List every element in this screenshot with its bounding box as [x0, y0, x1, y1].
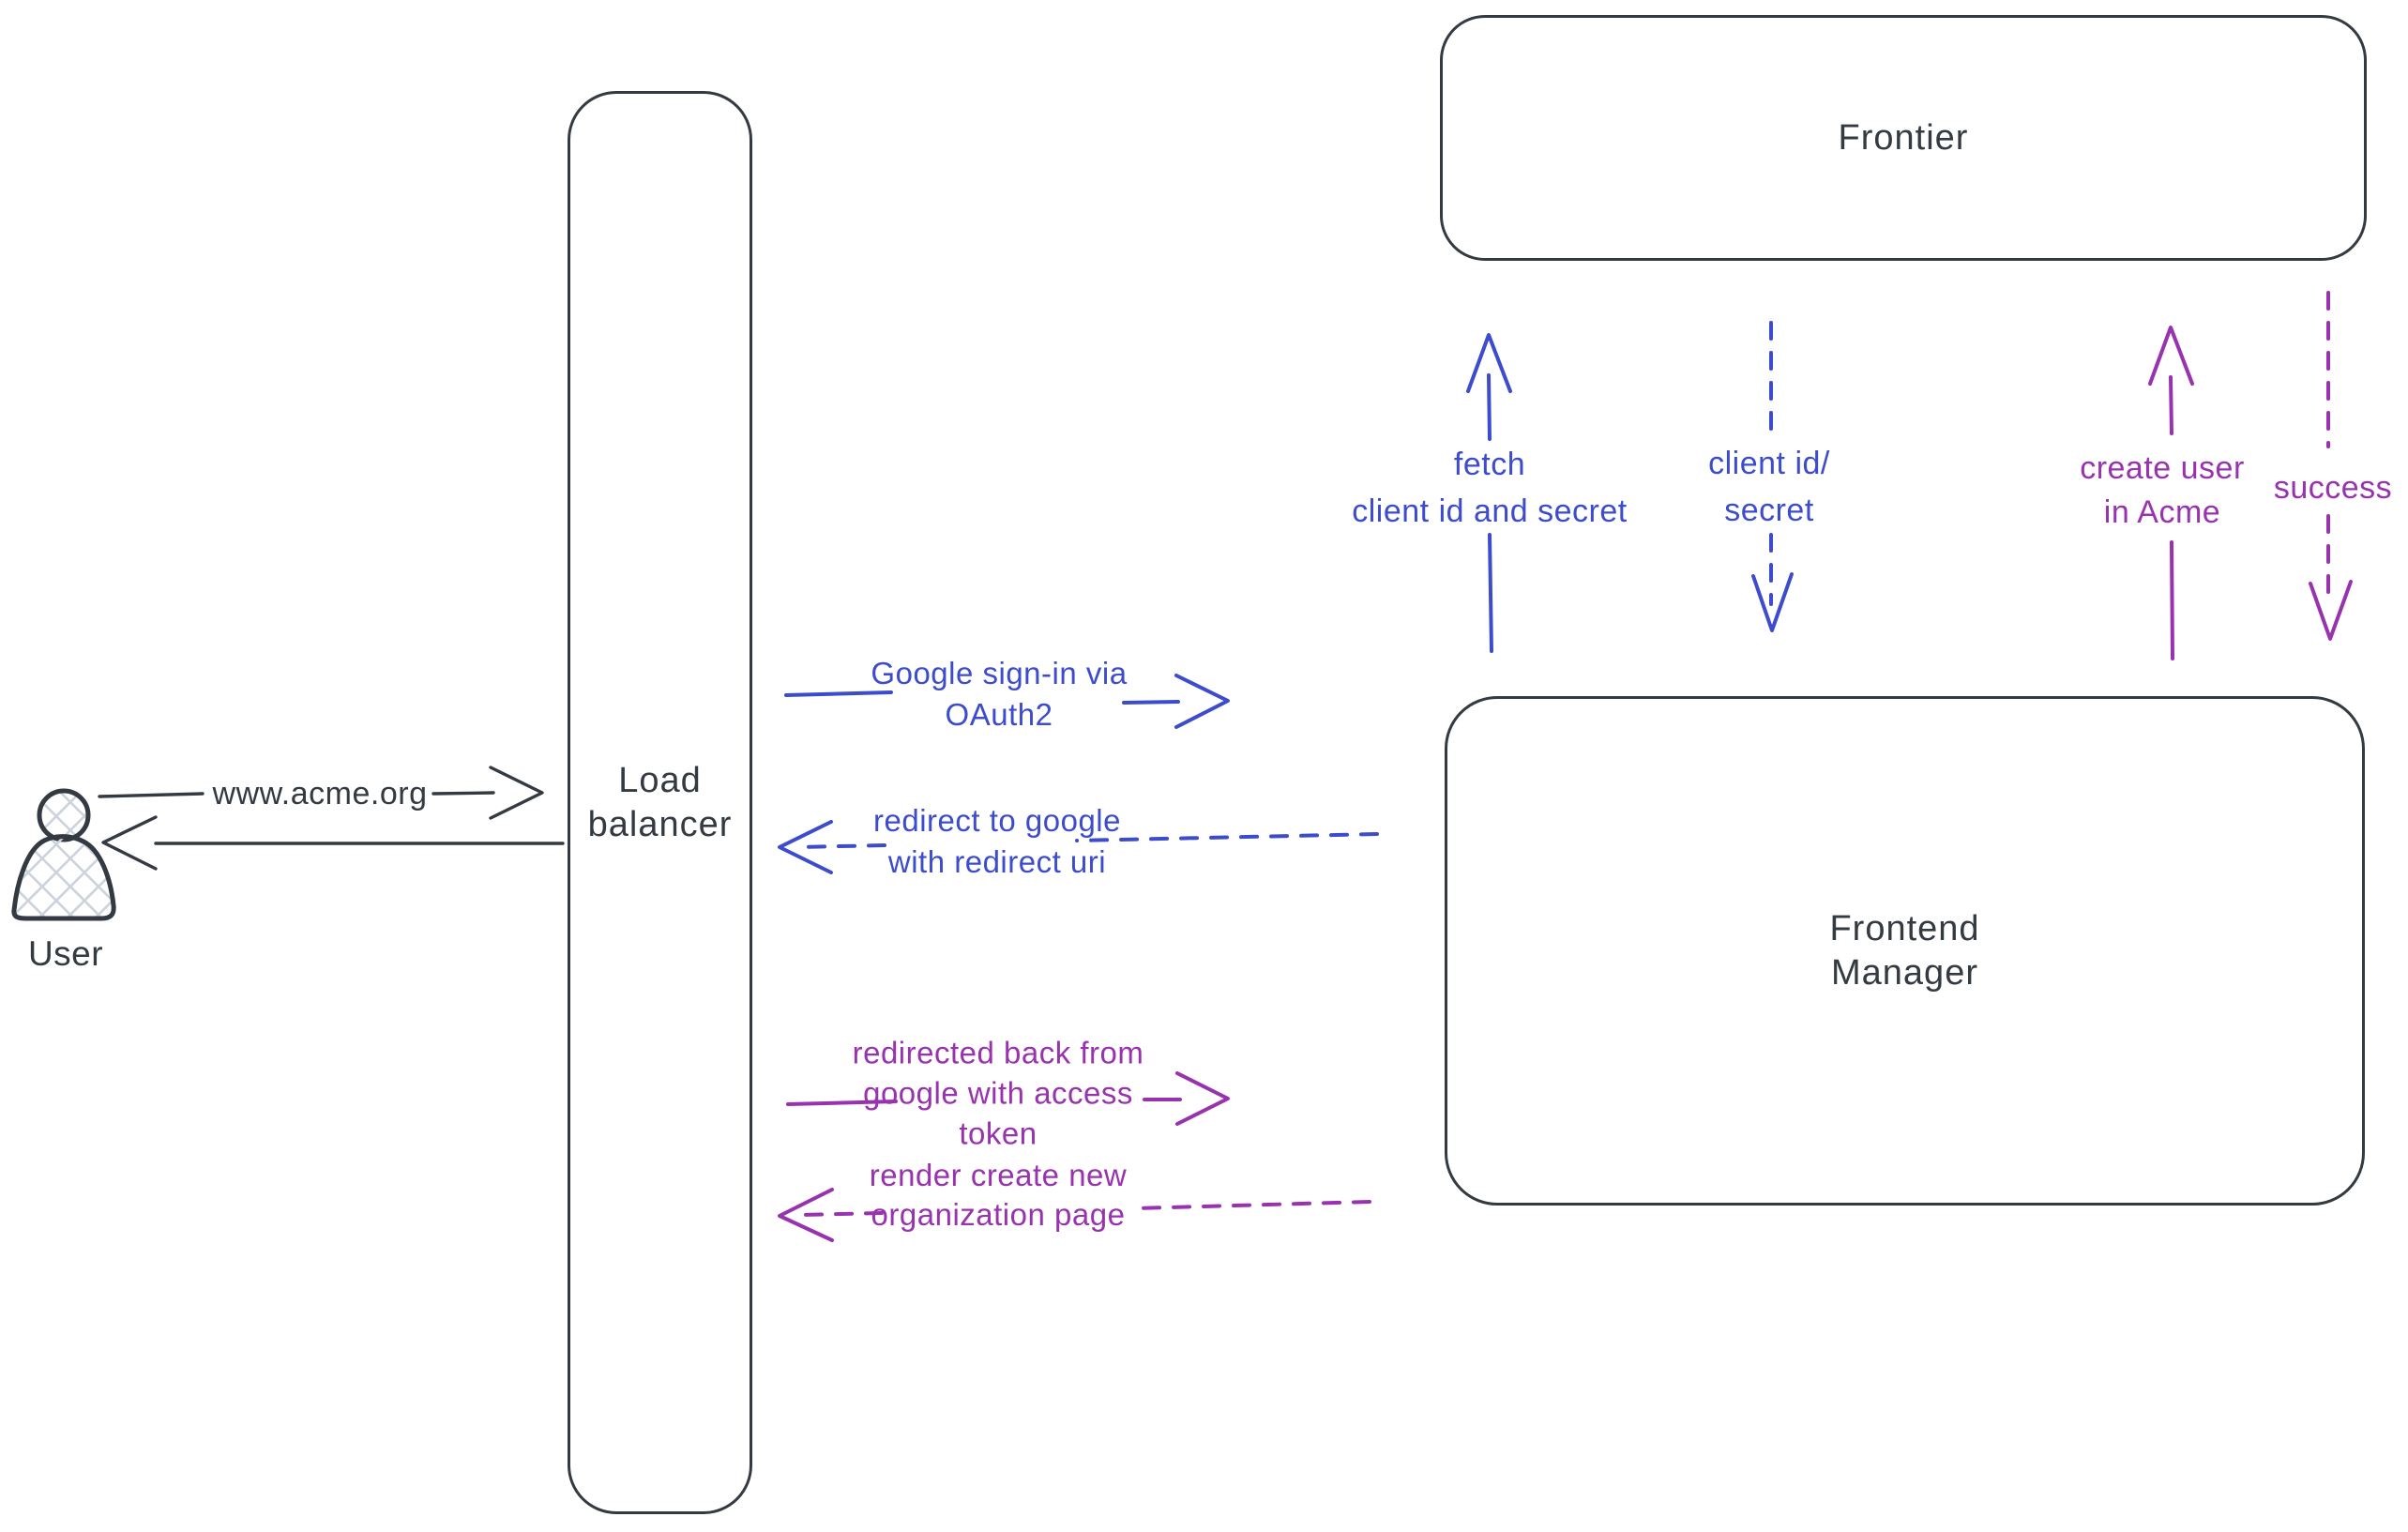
- node-frontend-manager: Frontend Manager: [1445, 696, 2365, 1206]
- arrow-label-fetch-client-id: fetch client id and secret: [1352, 447, 1628, 529]
- arrow-label-create-user: create user in Acme: [2080, 450, 2245, 530]
- arrow-label-www-acme: www.acme.org: [212, 776, 428, 812]
- arrow-label-redirected-back: redirected back from google with access …: [852, 1035, 1144, 1151]
- user-label: User: [27, 934, 104, 973]
- frontend-manager-label: Frontend Manager: [1829, 908, 1980, 993]
- arrow-label-success: success: [2273, 470, 2393, 506]
- frontier-label: Frontier: [1838, 117, 1969, 158]
- arrow-label-client-id-secret: client id/ secret: [1708, 446, 1830, 528]
- arrow-label-redirect-to-google: redirect to google with redirect uri: [873, 803, 1121, 879]
- node-frontier: Frontier: [1440, 15, 2367, 261]
- user-icon: [11, 788, 116, 921]
- arrow-label-google-signin: Google sign-in via OAuth2: [871, 656, 1128, 732]
- arrow-response-to-user: [101, 815, 565, 871]
- node-load-balancer: Load balancer: [568, 91, 752, 1514]
- load-balancer-label: Load balancer: [587, 760, 733, 844]
- arrow-label-render-org-page: render create new organization page: [869, 1158, 1128, 1232]
